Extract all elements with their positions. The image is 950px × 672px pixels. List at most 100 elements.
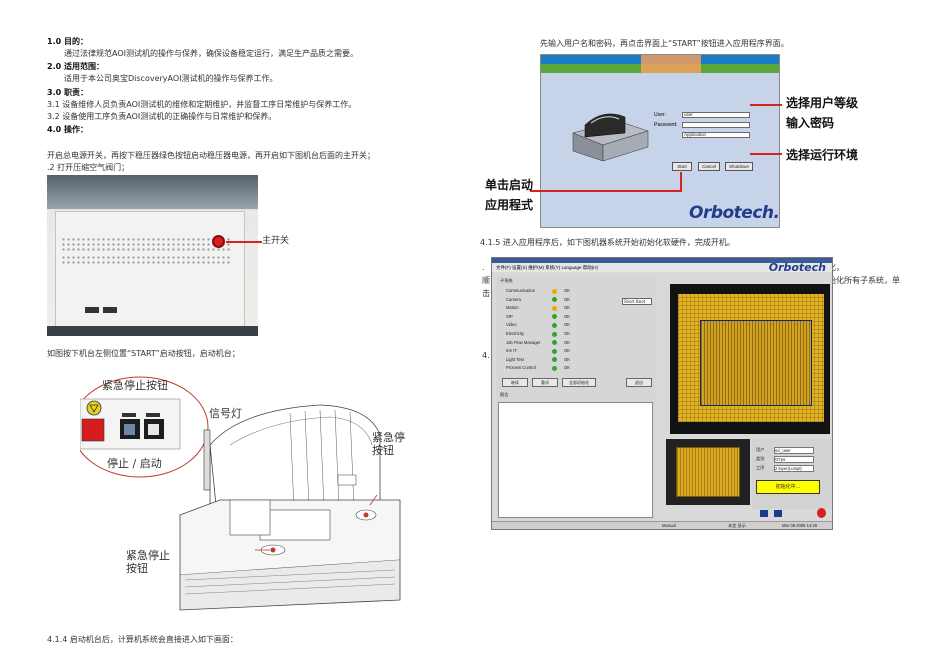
subsystem-row[interactable]: Camera <box>506 296 521 302</box>
start-app-callout-1: 单击启动 <box>485 178 534 192</box>
status-display: 未定 显示 <box>728 523 746 528</box>
signal-lamp-callout: 信号灯 <box>209 407 242 420</box>
user-select[interactable]: user <box>682 112 750 118</box>
subsystem-status-icon <box>552 348 557 354</box>
section-1-title: 1.0 目的： <box>47 37 88 46</box>
subsystem-group-title: 子系统 <box>500 278 513 283</box>
subsystem-row[interactable]: Electricity <box>506 331 524 336</box>
continue-button[interactable]: 继续 <box>502 378 528 387</box>
user-label: User: <box>654 112 666 118</box>
subsystem-row[interactable]: Intr IT <box>506 348 517 354</box>
subsystem-status-text: OK <box>564 365 571 371</box>
start-button-text: 如图按下机台左侧位置“START”启动按钮，启动机台； <box>47 349 240 358</box>
subsystem-status-text: OK <box>564 288 571 293</box>
subsystem-status-icon <box>552 357 557 363</box>
job-info-panel: 用户 sci_user 类别 OTps 工序 2 layer(Lumpl) <box>752 439 832 509</box>
select-environment-callout: 选择运行环境 <box>786 148 859 162</box>
power-icon[interactable] <box>817 508 826 518</box>
login-screenshot: User: user Password: Application Start C… <box>540 54 780 228</box>
application-screenshot: 文件(F) 设置(S) 维护(M) 系统(Y) Language 帮助(H) O… <box>491 257 833 530</box>
main-switch-icon <box>212 235 225 248</box>
password-label: Password: <box>654 122 678 128</box>
status-mode: Manual <box>662 523 676 528</box>
subsystem-status-icon <box>552 297 557 303</box>
subsystem-status-text: OK <box>564 348 571 354</box>
subsystem-status-icon <box>552 314 557 320</box>
section-3-title: 3.0 职责： <box>47 88 88 97</box>
orbotech-logo: Orbotech. <box>689 203 780 223</box>
subsystem-status-text: OK <box>564 331 571 336</box>
save-icon[interactable] <box>774 510 782 517</box>
section-3-2: 3.2 设备使用工序负责AOI测试机的正确操作与日常维护和保养。 <box>47 112 277 121</box>
password-input[interactable] <box>682 122 750 128</box>
subsystem-status-text: OK <box>564 356 571 362</box>
text-fragment-2: 始化所有子系统，单 <box>828 276 900 285</box>
login-instructions: 先输入用户名和密码，再点击界面上“START”按钮进入应用程序界面。 <box>540 39 789 48</box>
subsystem-status-text: OK <box>564 322 571 328</box>
subsystem-row[interactable]: Job Flow Manager <box>506 339 541 345</box>
start-button[interactable]: Start <box>672 162 692 171</box>
info-type-label: 类别 <box>756 456 765 461</box>
initializing-button[interactable]: 初始化中... <box>756 480 820 494</box>
text-fragment-left-4: 4. <box>482 351 490 360</box>
machine-rear-photo <box>47 175 258 336</box>
estop-bottom-callout-2: 按钮 <box>126 562 148 575</box>
subsystem-status-text: OK <box>564 296 571 302</box>
step-415-text: 4.1.5 进入应用程序后，如下图机器系统开始初始化软硬件，完成开机。 <box>480 238 735 247</box>
app-menu-bar[interactable]: 文件(F) 设置(S) 维护(M) 系统(Y) Language 帮助(H) <box>492 263 832 272</box>
section-2-body: 适用于本公司奥宝DiscoveryAOI测试机的操作与保养工作。 <box>64 74 278 83</box>
cancel-button[interactable]: Cancel <box>698 162 720 171</box>
log-label: 报告 <box>500 392 509 397</box>
main-switch-label: 主开关 <box>262 236 290 246</box>
subsystem-row[interactable]: Process Control <box>506 365 536 371</box>
machine-drawing <box>80 376 401 611</box>
estop-right-callout-2: 按钮 <box>372 444 394 457</box>
enter-password-callout: 输入密码 <box>786 116 835 130</box>
start-app-callout-2: 应用程式 <box>485 198 534 212</box>
subsystem-status-text: OK <box>564 305 571 311</box>
subsystem-status-icon <box>552 340 557 346</box>
init-all-button[interactable]: 全部初始化 <box>562 378 596 387</box>
section-1-body: 通过法律规范AOI测试机的操作与保养，确保设备稳定运行，满足生产品质之需要。 <box>64 49 358 58</box>
machine-illustration-icon <box>572 113 649 162</box>
subsystem-row[interactable]: Video <box>506 322 517 328</box>
step-414-text: 4.1.4 启动机台后，计算机系统会直接进入如下画面： <box>47 635 238 644</box>
eject-icon[interactable] <box>760 510 768 517</box>
info-user-value: sci_user <box>774 447 814 454</box>
subsystem-status-icon <box>552 322 557 328</box>
estop-top-callout: 紧急停止按钮 <box>102 379 168 392</box>
air-valve-text: .2 打开压缩空气阀门； <box>47 163 130 172</box>
app-orbotech-logo: Orbotech <box>768 261 826 274</box>
text-fragment-left-3: 击 <box>482 289 490 298</box>
subsystem-status-icon <box>552 331 557 337</box>
subsystem-row[interactable]: Light Test <box>506 356 524 362</box>
select-user-level-callout: 选择用户等级 <box>786 96 859 110</box>
info-process-value: 2 layer(Lumpl) <box>774 465 814 472</box>
status-bar: Manual 未定 显示 Mar 08 2005 14:26 <box>492 521 832 529</box>
subsystem-status-icon <box>552 305 557 311</box>
log-area[interactable] <box>498 402 653 518</box>
subsystem-row[interactable]: Motion <box>506 305 519 311</box>
status-datetime: Mar 08 2005 14:26 <box>782 523 818 528</box>
info-process-label: 工序 <box>756 465 765 470</box>
info-user-label: 用户 <box>756 447 765 452</box>
subsystem-status-text: OK <box>564 339 571 345</box>
section-2-title: 2.0 适用范围： <box>47 62 104 71</box>
shutdown-button[interactable]: Shutdown <box>725 162 753 171</box>
estop-right-callout-1: 紧急停 <box>372 431 405 444</box>
info-type-value: OTps <box>774 456 814 463</box>
environment-select[interactable]: Application <box>682 132 750 138</box>
pcb-thumbnail[interactable] <box>666 439 750 505</box>
subsystem-row[interactable]: Communication <box>506 288 536 293</box>
subsystem-status-icon <box>552 288 557 294</box>
exit-button[interactable]: 退出 <box>626 378 652 387</box>
boot-mode-select[interactable]: Short Boot <box>622 298 652 305</box>
pcb-view[interactable] <box>670 284 830 434</box>
power-on-text: 开启总电源开关，再按下稳压器绿色按钮启动稳压器电源，再开启如下图机台后面的主开关… <box>47 151 375 160</box>
retry-button[interactable]: 重试 <box>532 378 558 387</box>
section-4-title: 4.0 操作： <box>47 125 88 134</box>
stop-start-callout: 停止 / 启动 <box>107 457 162 470</box>
subsystem-row[interactable]: SIP <box>506 313 513 319</box>
subsystem-status-icon <box>552 365 557 371</box>
text-fragment-left-2: 顺 <box>482 276 490 285</box>
